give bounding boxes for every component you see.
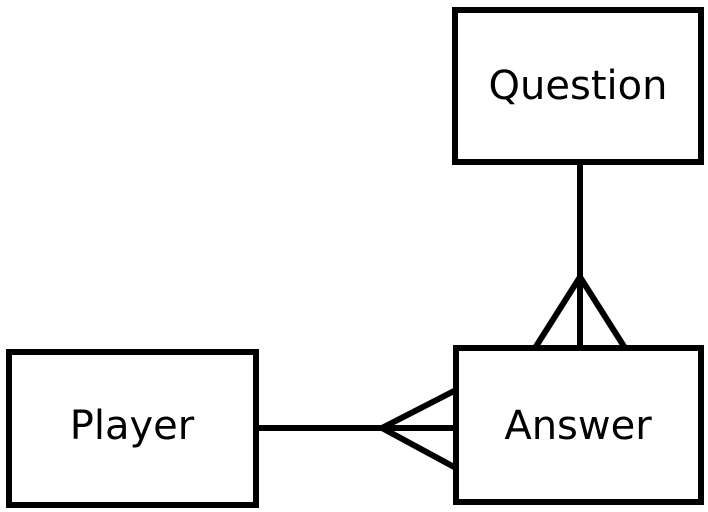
relationship-question-answer[interactable] xyxy=(532,162,628,350)
entity-question[interactable]: Question xyxy=(452,7,704,165)
crowfoot-upper-prong-horizontal xyxy=(380,387,458,431)
relationship-player-answer[interactable] xyxy=(256,387,458,471)
entity-answer-box[interactable] xyxy=(453,345,704,505)
crowfoot-lower-prong-horizontal xyxy=(380,425,458,471)
entity-player[interactable]: Player xyxy=(6,349,259,508)
crowfoot-right-prong-vertical xyxy=(577,275,628,350)
entity-player-box[interactable] xyxy=(6,349,259,508)
entity-question-label: Question xyxy=(489,63,668,109)
entity-answer[interactable]: Answer xyxy=(453,345,704,505)
entity-question-box[interactable] xyxy=(452,7,704,165)
entity-answer-label: Answer xyxy=(504,403,652,449)
crowfoot-left-prong-vertical xyxy=(532,275,583,350)
entity-player-label: Player xyxy=(70,403,195,449)
